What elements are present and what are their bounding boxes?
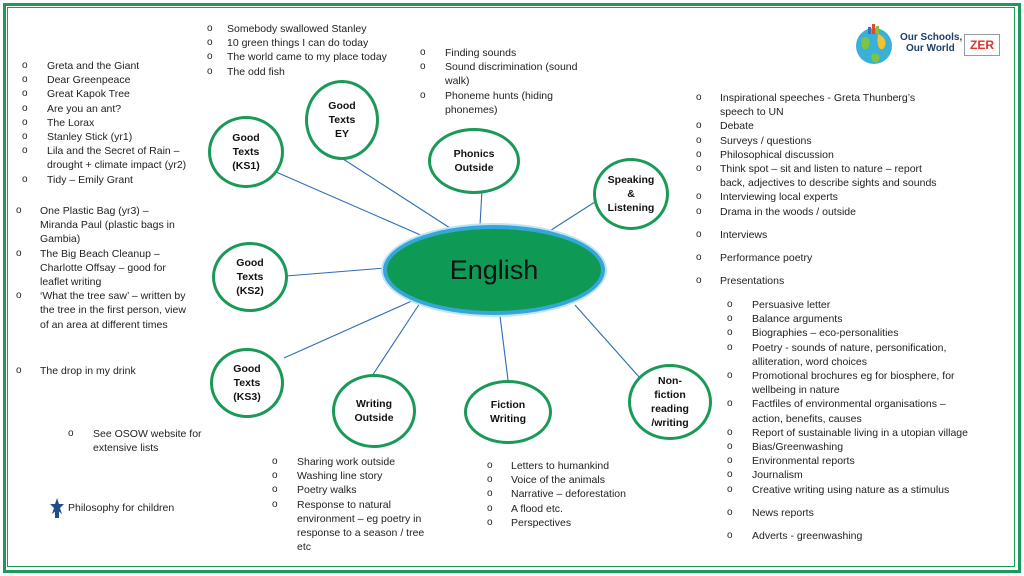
line-writing bbox=[371, 302, 421, 377]
list-ey: Somebody swallowed Stanley 10 green thin… bbox=[207, 22, 407, 79]
list-item: The Big Beach Cleanup – Charlotte Offsay… bbox=[16, 247, 188, 290]
list-item: Voice of the animals bbox=[487, 473, 627, 487]
node-fiction-writing: Fiction Writing bbox=[464, 380, 552, 444]
list-website: See OSOW website for extensive lists bbox=[68, 427, 218, 455]
list-item: Factfiles of environmental organisations… bbox=[727, 397, 979, 425]
list-phonics: Finding sounds Sound discrimination (sou… bbox=[420, 46, 580, 117]
list-item: Performance poetry bbox=[696, 251, 944, 265]
node-good-texts-ks3: Good Texts (KS3) bbox=[210, 348, 284, 418]
list-item: Narrative – deforestation bbox=[487, 487, 627, 501]
node-non-fiction: Non-fiction reading /writing bbox=[628, 364, 712, 440]
list-item: Dear Greenpeace bbox=[22, 73, 200, 87]
outer-border bbox=[3, 3, 1021, 573]
list-ks3: The drop in my drink bbox=[16, 364, 188, 378]
list-item: Stanley Stick (yr1) bbox=[22, 130, 200, 144]
list-item: Poetry walks bbox=[272, 483, 432, 497]
list-item: The drop in my drink bbox=[16, 364, 188, 378]
logo-line-2: Our World bbox=[906, 43, 955, 54]
list-item: Adverts - greenwashing bbox=[727, 529, 979, 543]
list-item: Balance arguments bbox=[727, 312, 979, 326]
globe-icon bbox=[856, 24, 892, 64]
node-phonics-outside: Phonics Outside bbox=[428, 128, 520, 194]
line-phonics bbox=[479, 189, 483, 226]
list-item: Response to natural environment – eg poe… bbox=[272, 498, 432, 555]
list-item: Creative writing using nature as a stimu… bbox=[727, 483, 979, 497]
list-item: A flood etc. bbox=[487, 502, 627, 516]
node-good-texts-ks1: Good Texts (KS1) bbox=[208, 116, 284, 188]
line-ks1 bbox=[275, 171, 433, 241]
list-item: Lila and the Secret of Rain – drought + … bbox=[22, 144, 200, 172]
line-speaking bbox=[547, 199, 599, 233]
list-item: Greta and the Giant bbox=[22, 59, 200, 73]
list-item: Sharing work outside bbox=[272, 455, 432, 469]
line-ks2 bbox=[285, 267, 386, 277]
list-item: Philosophical discussion bbox=[696, 148, 944, 162]
list-item: Presentations bbox=[696, 274, 944, 288]
list-fiction: Letters to humankind Voice of the animal… bbox=[487, 459, 627, 530]
list-item: Bias/Greenwashing bbox=[727, 440, 979, 454]
list-item: Persuasive letter bbox=[727, 298, 979, 312]
list-ks1: Greta and the Giant Dear Greenpeace Grea… bbox=[22, 59, 200, 187]
list-item: Finding sounds bbox=[420, 46, 580, 60]
list-item: Inspirational speeches - Greta Thunberg’… bbox=[696, 91, 944, 119]
list-item: Letters to humankind bbox=[487, 459, 627, 473]
list-item: Drama in the woods / outside bbox=[696, 205, 944, 219]
list-item: Poetry - sounds of nature, personificati… bbox=[727, 341, 979, 369]
list-item: Journalism bbox=[727, 468, 979, 482]
list-writing-outside: Sharing work outside Washing line story … bbox=[272, 455, 432, 554]
line-nonfiction bbox=[574, 304, 641, 379]
logo-line-1: Our Schools, bbox=[900, 32, 963, 43]
list-item: Perspectives bbox=[487, 516, 627, 530]
list-item: Great Kapok Tree bbox=[22, 87, 200, 101]
list-ks2: One Plastic Bag (yr3) – Miranda Paul (pl… bbox=[16, 204, 188, 332]
star-ribbon-icon bbox=[50, 498, 64, 518]
list-item: Are you an ant? bbox=[22, 102, 200, 116]
list-item: Promotional brochures eg for biosphere, … bbox=[727, 369, 979, 397]
list-item: Interviewing local experts bbox=[696, 190, 944, 204]
node-writing-outside: Writing Outside bbox=[332, 374, 416, 448]
inner-border bbox=[7, 7, 1015, 567]
node-good-texts-ey: Good Texts EY bbox=[305, 80, 379, 160]
list-speaking: Inspirational speeches - Greta Thunberg’… bbox=[696, 91, 944, 289]
list-item: Interviews bbox=[696, 228, 944, 242]
center-english: English bbox=[383, 225, 605, 315]
list-item: Sound discrimination (sound walk) bbox=[420, 60, 580, 88]
list-item: Biographies – eco-personalities bbox=[727, 326, 979, 340]
list-item: ‘What the tree saw’ – written by the tre… bbox=[16, 289, 188, 332]
list-item: Think spot – sit and listen to nature – … bbox=[696, 162, 944, 190]
list-item: Environmental reports bbox=[727, 454, 979, 468]
list-item: Surveys / questions bbox=[696, 134, 944, 148]
list-item: 10 green things I can do today bbox=[207, 36, 407, 50]
list-item: Debate bbox=[696, 119, 944, 133]
list-item: The Lorax bbox=[22, 116, 200, 130]
list-item: The world came to my place today bbox=[207, 50, 407, 64]
zero-badge: ZER bbox=[964, 34, 1000, 56]
list-item: One Plastic Bag (yr3) – Miranda Paul (pl… bbox=[16, 204, 188, 247]
list-nonfiction: Persuasive letter Balance arguments Biog… bbox=[727, 298, 979, 543]
list-item: News reports bbox=[727, 506, 979, 520]
list-item: The odd fish bbox=[207, 65, 407, 79]
line-ey bbox=[339, 156, 451, 229]
node-good-texts-ks2: Good Texts (KS2) bbox=[212, 242, 288, 312]
philosophy-for-children: Philosophy for children bbox=[50, 498, 174, 518]
list-item: Tidy – Emily Grant bbox=[22, 173, 200, 187]
list-item: See OSOW website for extensive lists bbox=[68, 427, 218, 455]
list-item: Phoneme hunts (hiding phonemes) bbox=[420, 89, 580, 117]
line-ks3 bbox=[283, 299, 415, 359]
list-item: Report of sustainable living in a utopia… bbox=[727, 426, 979, 440]
list-item: Somebody swallowed Stanley bbox=[207, 22, 407, 36]
osow-logo: Our Schools, Our World ZER bbox=[852, 22, 1002, 66]
line-fiction bbox=[499, 315, 509, 381]
node-speaking-listening: Speaking & Listening bbox=[593, 158, 669, 230]
list-item: Washing line story bbox=[272, 469, 432, 483]
